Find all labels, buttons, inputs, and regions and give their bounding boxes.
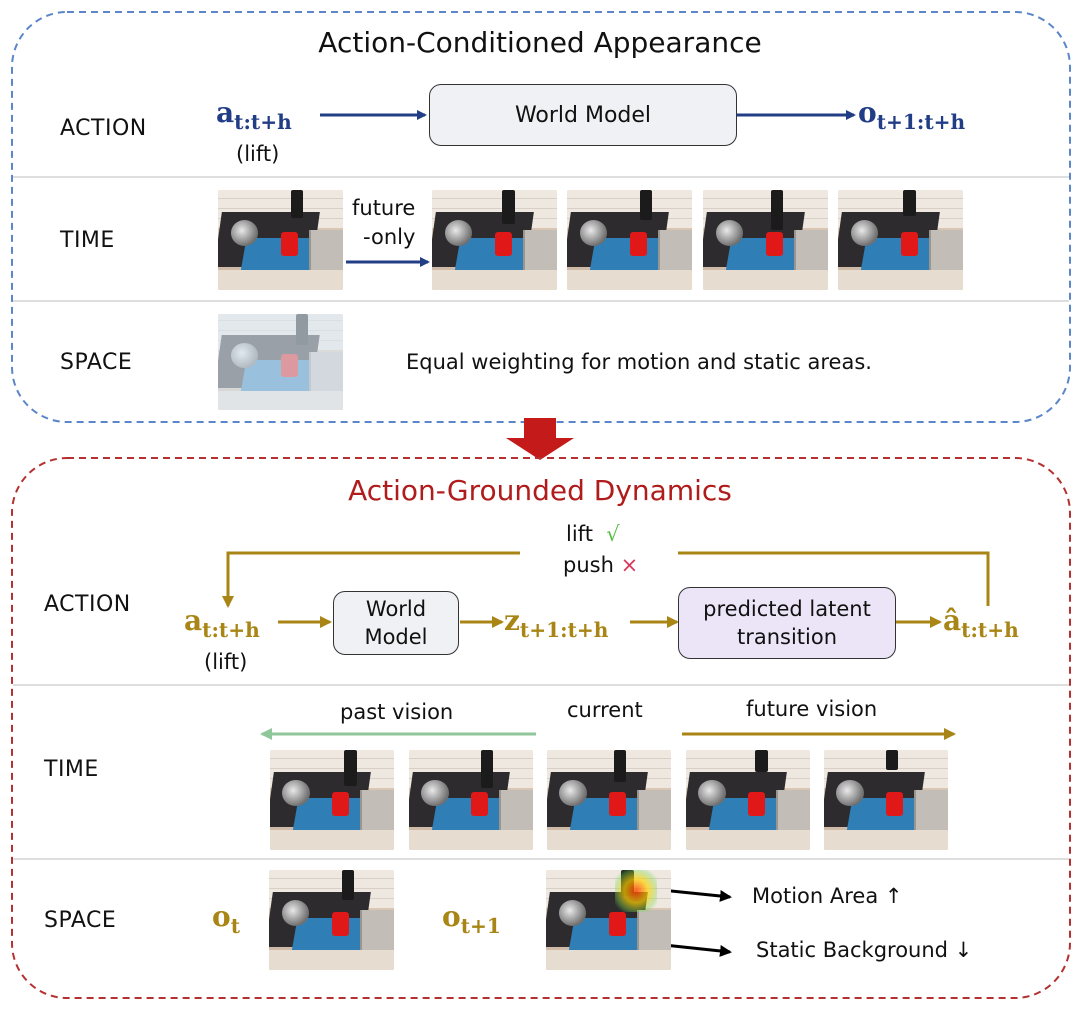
bottom-frame-past-2 (270, 750, 394, 850)
top-future-label-1: future (352, 196, 416, 220)
top-input-symbol: at:t+h (216, 96, 292, 135)
past-vision-label: past vision (340, 700, 454, 724)
motion-area-label: Motion Area ↑ (752, 884, 903, 908)
top-world-model-label: World Model (514, 102, 652, 128)
top-frame-future-2 (567, 190, 692, 290)
check-icon: √ (606, 522, 620, 546)
bottom-panel-frame (11, 457, 1071, 999)
bottom-frame-current (547, 750, 671, 850)
top-frame-future-3 (703, 190, 828, 290)
top-panel-frame (11, 11, 1071, 423)
transition-box: predicted latent transition (678, 587, 896, 659)
push-cross: push × (563, 553, 639, 577)
top-frame-future-1 (432, 190, 557, 290)
cross-icon: × (620, 553, 639, 577)
bottom-world-model-line2: Model (364, 625, 428, 649)
bottom-world-model-line1: World (365, 597, 427, 621)
lift-check: lift √ (566, 522, 620, 546)
bottom-action-label: ACTION (44, 592, 131, 617)
center-down-arrow (506, 418, 574, 460)
motion-heatmap-frame (546, 870, 671, 970)
transition-line2: transition (736, 625, 838, 649)
top-space-label: SPACE (60, 350, 133, 375)
bottom-frame-future-1 (686, 750, 810, 850)
bottom-world-model-box: World Model (333, 591, 459, 655)
bottom-frame-future-2 (824, 750, 948, 850)
latent-symbol: zt+1:t+h (504, 604, 609, 643)
top-title: Action-Conditioned Appearance (318, 26, 762, 59)
transition-line1: predicted latent (703, 597, 871, 621)
top-world-model-box: World Model (429, 84, 737, 146)
obs-t-symbol: ot (212, 900, 240, 939)
bottom-input-note: (lift) (204, 650, 248, 674)
current-label: current (567, 698, 643, 722)
top-future-label-2: -only (363, 225, 416, 249)
top-action-label: ACTION (60, 116, 147, 141)
top-frame-future-4 (838, 190, 963, 290)
bottom-arrows (222, 551, 990, 957)
top-frame-current (218, 190, 343, 290)
bottom-input-symbol: at:t+h (184, 604, 260, 643)
bottom-frame-past-1 (409, 750, 533, 850)
top-space-text: Equal weighting for motion and static ar… (406, 350, 872, 374)
static-background-label: Static Background ↓ (756, 938, 973, 962)
obs-t1-symbol: ot+1 (442, 900, 501, 939)
predicted-action-symbol: ât:t+h (943, 604, 1019, 643)
top-input-note: (lift) (236, 142, 280, 166)
top-space-frame (218, 314, 343, 410)
bottom-time-label: TIME (44, 757, 99, 782)
top-output-symbol: ot+1:t+h (858, 96, 966, 135)
bottom-title: Action-Grounded Dynamics (348, 474, 732, 507)
top-time-label: TIME (60, 228, 115, 253)
feedback-loop-arrow (678, 551, 990, 606)
obs-t-frame (269, 870, 394, 970)
bottom-space-label: SPACE (44, 908, 117, 933)
future-vision-label: future vision (746, 697, 878, 721)
